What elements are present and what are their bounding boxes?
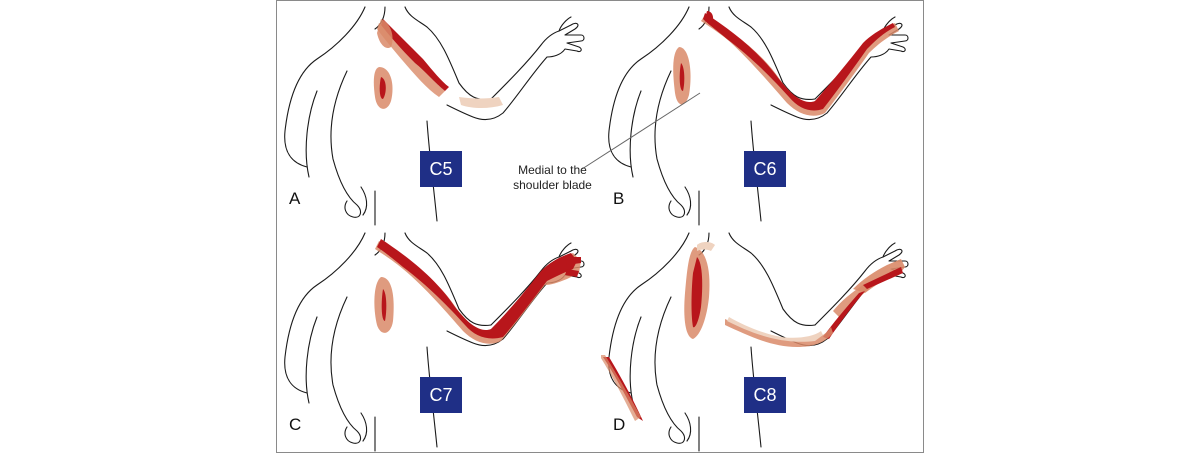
- dermatome-b: [673, 11, 899, 116]
- body-outline-c: [284, 232, 585, 452]
- panel-letter: B: [613, 189, 625, 208]
- annotation-label: Medial to the shoulder blade: [500, 163, 605, 193]
- dermatome-c: [374, 239, 581, 344]
- body-outline-d: [608, 232, 909, 452]
- dermatome-d: [601, 242, 905, 421]
- panel-d: D C8: [601, 227, 925, 453]
- annotation-line1: Medial to the: [518, 163, 587, 177]
- figure-frame: A C5 B C6: [276, 0, 924, 453]
- panel-b: B C6: [601, 1, 925, 227]
- panel-c: C C7: [277, 227, 601, 453]
- panel-letter: C: [289, 415, 302, 434]
- panel-letter: D: [613, 415, 626, 434]
- panel-a: A C5: [277, 1, 601, 227]
- level-badge: C8: [744, 377, 786, 413]
- dermatome-a: [373, 19, 503, 109]
- level-badge: C7: [420, 377, 462, 413]
- panel-letter: A: [289, 189, 301, 208]
- annotation-line2: shoulder blade: [513, 178, 592, 192]
- level-badge: C6: [744, 151, 786, 187]
- level-badge: C5: [420, 151, 462, 187]
